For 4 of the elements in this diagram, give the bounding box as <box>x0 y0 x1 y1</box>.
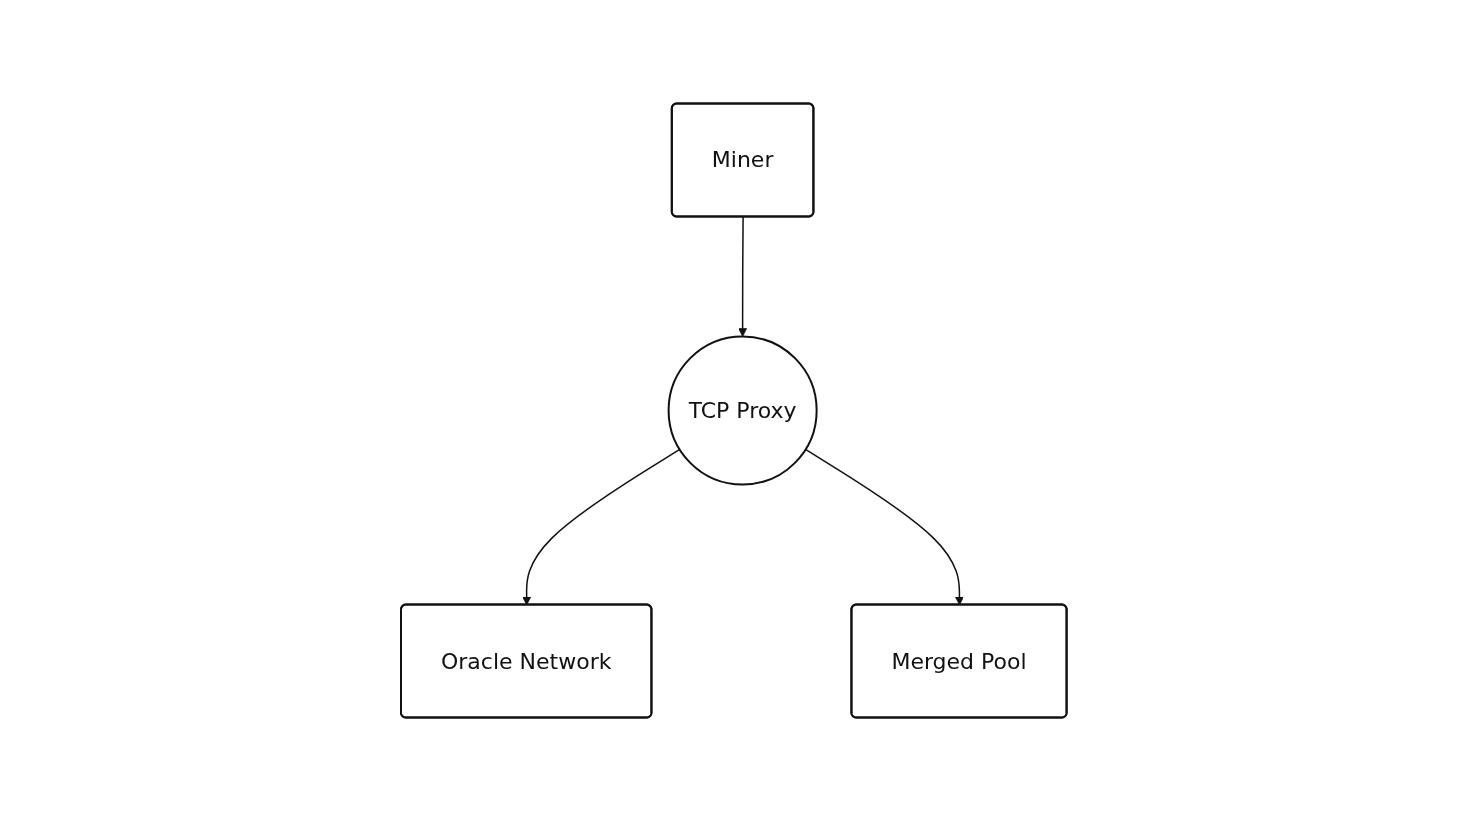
arrow <box>738 216 748 337</box>
arrow <box>522 448 681 606</box>
arrow <box>805 448 965 606</box>
node-circle: TCP Proxy <box>667 335 818 486</box>
